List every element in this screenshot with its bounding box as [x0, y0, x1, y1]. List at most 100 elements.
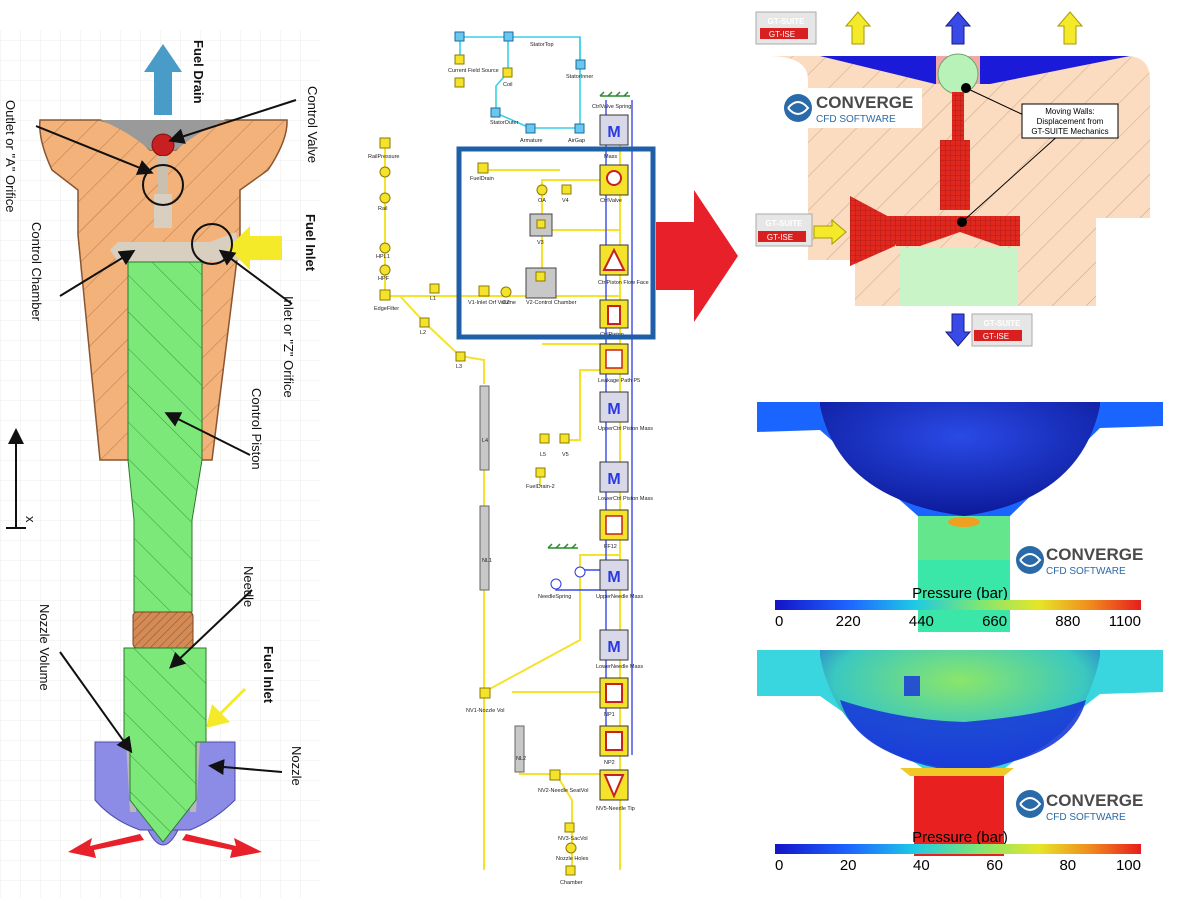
block-lower-piston-mass — [599, 461, 629, 493]
label-stator-outer: StatorOuter — [490, 120, 519, 126]
converge-logo-mid: CONVERGE CFD SOFTWARE — [1016, 545, 1143, 577]
ground-symbol-needle — [547, 543, 578, 549]
svg-text:M: M — [607, 569, 620, 586]
schematic-blocks: M M M M M — [379, 31, 630, 876]
block-stator-top — [503, 31, 514, 42]
block-nl1 — [479, 505, 490, 591]
label-air-gap: AirGap — [568, 138, 585, 144]
control-chamber — [110, 242, 216, 262]
label-chamber: Chamber — [560, 880, 583, 886]
cfd-chamber-mesh — [940, 140, 970, 210]
label-needle-spring: NeedleSpring — [538, 594, 571, 600]
cfd-inlet-mesh — [850, 196, 895, 266]
label-oa: OA — [538, 198, 546, 204]
colorbar-2-title: Pressure (bar) — [912, 829, 1008, 846]
label-control-chamber: Control Chamber — [29, 222, 44, 322]
yellow-arrow-up-2 — [1056, 11, 1084, 45]
injector-cross-section: Fuel Drain — [0, 30, 320, 898]
highlight-box — [456, 146, 656, 340]
inlet-orifice-callout-circle — [191, 223, 233, 265]
block-chamber — [565, 865, 576, 876]
mass-glyph: M — [607, 124, 620, 141]
label-rail: Rail — [378, 206, 387, 212]
label-nv1-nozzle: NV1-Nozzle Vol — [466, 708, 505, 714]
converge-name-mid: CONVERGE — [1046, 545, 1143, 564]
svg-text:M: M — [607, 639, 620, 656]
label-rail-pressure: RailPressure — [368, 154, 399, 160]
block-source-2 — [454, 77, 465, 88]
coupling-arrow — [656, 190, 738, 322]
pressure-field-2-channel — [914, 772, 1004, 856]
fuel-inlet-arrow-bottom — [206, 688, 246, 728]
schematic-labels: StatorTop Current Field Source Coil Stat… — [368, 42, 653, 886]
label-inlet-orifice: Inlet or "Z" Orifice — [281, 296, 296, 398]
converge-logo-bottom: CONVERGE CFD SOFTWARE — [1016, 790, 1143, 823]
block-stator-inner — [575, 59, 586, 70]
label-cv-spring: CtrlValve Spring — [592, 104, 631, 110]
block-nv1-nozzle — [479, 687, 491, 699]
block-upper-piston-mass — [599, 391, 629, 423]
colorbar-2 — [775, 844, 1141, 854]
converge-sub-top: CFD SOFTWARE — [816, 114, 896, 125]
badge-bottom-suite: GT-SUITE — [984, 319, 1022, 328]
label-nozzle-volume: Nozzle Volume — [37, 604, 52, 691]
colorbar2-tick-1: 20 — [840, 857, 857, 874]
badge-left-ise: GT-ISE — [767, 233, 793, 242]
label-current-source: Current Field Source — [448, 68, 499, 74]
block-nozzle-holes — [565, 842, 577, 854]
label-lower-needle-mass: LowerNeedle Mass — [596, 664, 643, 670]
converge-sub-mid: CFD SOFTWARE — [1046, 566, 1126, 577]
label-fuel-inlet-top: Fuel Inlet — [303, 214, 318, 272]
fuel-inlet-arrow-top — [228, 226, 282, 270]
gt-badge-top: GT-SUITE GT-ISE — [755, 11, 817, 45]
label-fuel-drain-2: FuelDrain-2 — [526, 484, 555, 490]
label-nl1: NL1 — [482, 558, 492, 564]
converge-sub-bottom: CFD SOFTWARE — [1046, 812, 1126, 823]
gt-badge-left: GT-SUITE GT-ISE — [755, 213, 813, 247]
control-piston — [127, 261, 203, 613]
block-coil-top — [454, 31, 465, 42]
label-control-piston: Control Piston — [249, 388, 264, 470]
cfd-outlet-channel — [952, 92, 964, 140]
label-oz: OZ — [502, 300, 510, 306]
block-rail — [379, 166, 391, 178]
badge-top-ise: GT-ISE — [769, 30, 795, 39]
label-needle: Needle — [241, 566, 256, 607]
block-l2 — [419, 317, 430, 328]
block-fuel-drain — [477, 162, 489, 174]
callout-line-2: Displacement from — [1037, 117, 1104, 126]
label-leakage-path: Leakage Path P5 — [598, 378, 640, 384]
label-l5: L5 — [540, 452, 546, 458]
label-upper-piston-mass: UpperCtrl Piston Mass — [598, 426, 653, 432]
label-v1-inlet: V1-Inlet Orf Volume — [468, 300, 516, 306]
colorbar-1 — [775, 600, 1141, 610]
yellow-arrow-right — [813, 218, 847, 246]
colorbar2-tick-2: 40 — [913, 857, 930, 874]
cfd-control-ball — [937, 53, 979, 95]
colorbar1-tick-0: 0 — [775, 613, 783, 630]
ground-symbol-top — [599, 91, 630, 97]
label-coil: Coil — [503, 82, 512, 88]
axis-indicator: x — [6, 428, 38, 529]
label-stator-inner: StatorInner — [566, 74, 593, 80]
block-l4 — [479, 385, 490, 471]
label-hpf: HPF — [378, 276, 390, 282]
blue-arrow-down — [944, 313, 972, 347]
callout-line-3: GT-SUITE Mechanics — [1031, 127, 1108, 136]
block-rail-pressure — [379, 137, 391, 149]
label-upper-needle-mass: UpperNeedle Mass — [596, 594, 643, 600]
control-valve-ball — [151, 133, 175, 157]
label-control-valve: Control Valve — [305, 86, 320, 163]
block-v1-inlet — [478, 285, 490, 297]
cfd-geometry-panel: Moving Walls: Displacement from GT-SUITE… — [755, 11, 1150, 347]
label-ff12: FF12 — [604, 544, 617, 550]
label-np2: NP2 — [604, 760, 615, 766]
label-nozzle: Nozzle — [289, 746, 304, 786]
block-current-source — [454, 54, 465, 65]
block-v5 — [559, 433, 570, 444]
label-nv2-needle: NV2-Needle SeatVol — [538, 788, 588, 794]
label-lower-piston-mass: LowerCtrl Piston Mass — [598, 496, 653, 502]
